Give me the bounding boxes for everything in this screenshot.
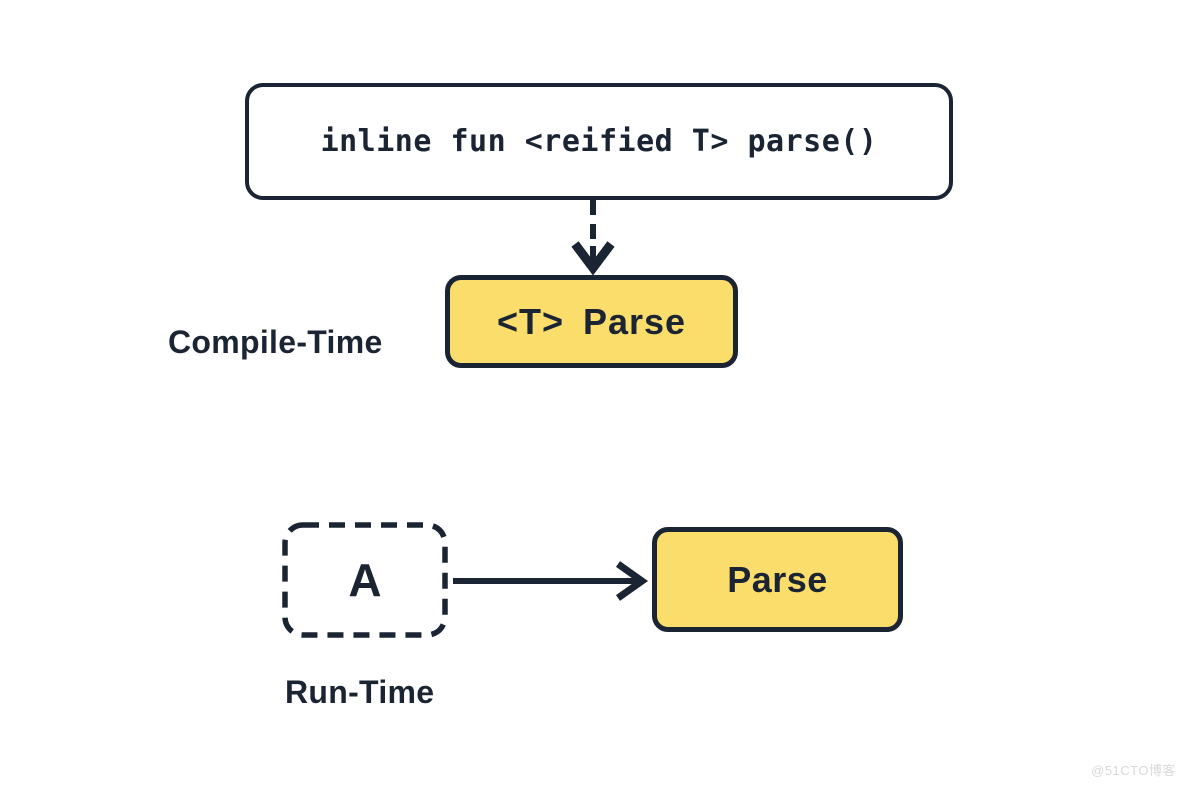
dashed-arrow-down-icon bbox=[571, 200, 615, 276]
solid-arrow-right-icon bbox=[453, 561, 649, 601]
run-time-node: Parse bbox=[652, 527, 903, 632]
erased-type-box bbox=[282, 522, 448, 638]
code-declaration-box: inline fun <reified T> parse() bbox=[245, 83, 953, 200]
watermark-text: @51CTO博客 bbox=[1091, 763, 1176, 778]
compile-time-node-label: <T> Parse bbox=[496, 300, 687, 342]
compile-time-node: <T> Parse bbox=[445, 275, 738, 368]
run-time-label: Run-Time bbox=[285, 674, 435, 710]
code-declaration-label: inline fun <reified T> parse() bbox=[320, 124, 878, 159]
erased-type-label: A bbox=[348, 554, 382, 606]
run-time-node-label: Parse bbox=[727, 558, 828, 600]
compile-time-label: Compile-Time bbox=[168, 324, 383, 360]
